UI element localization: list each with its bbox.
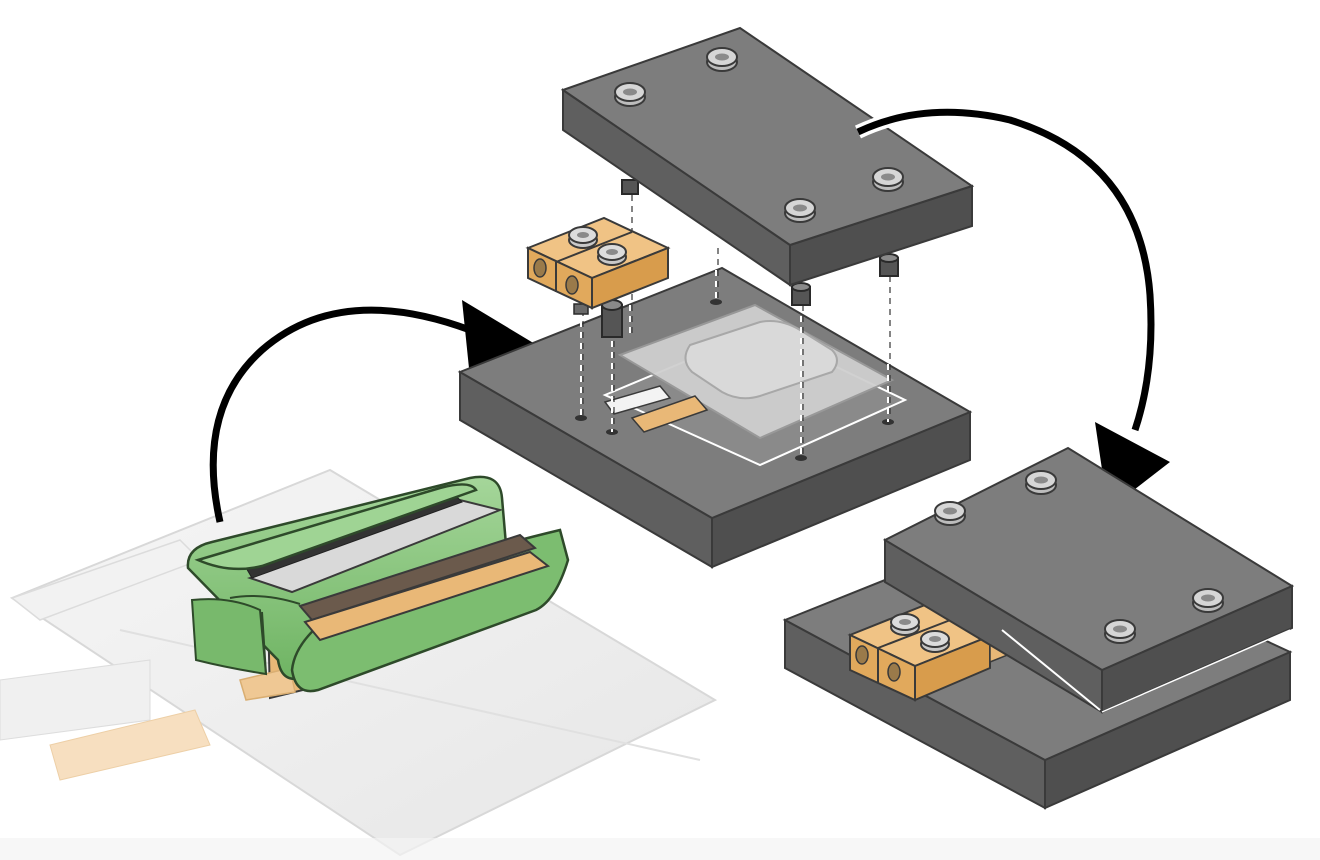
guide-hole [575, 415, 587, 421]
lower-mold [457, 266, 973, 569]
cap-screw [784, 198, 816, 223]
cap-screw [706, 47, 738, 72]
upper-mold [560, 26, 975, 287]
assembled-mold [782, 446, 1295, 810]
pouch-cell [186, 475, 570, 701]
anode-layer [298, 533, 537, 622]
assembled-top-plate [882, 446, 1295, 672]
clamp-screw [920, 630, 950, 653]
tab-clamp [525, 216, 671, 310]
upper-mold-top [560, 26, 975, 247]
bottom-fade [0, 838, 1320, 860]
cap-screw [1025, 470, 1057, 495]
cap-screw [872, 167, 904, 192]
guide-hole [795, 455, 807, 461]
cap-screw [1192, 588, 1224, 613]
assembled-tab-clamp [847, 603, 1021, 702]
guide-hole [710, 299, 722, 305]
clamp-screw [597, 243, 627, 266]
clamp-screw [568, 226, 598, 249]
cap-screw [934, 501, 966, 526]
clamp-screw [890, 613, 920, 636]
cap-screw [614, 82, 646, 107]
cap-screw [1104, 619, 1136, 644]
